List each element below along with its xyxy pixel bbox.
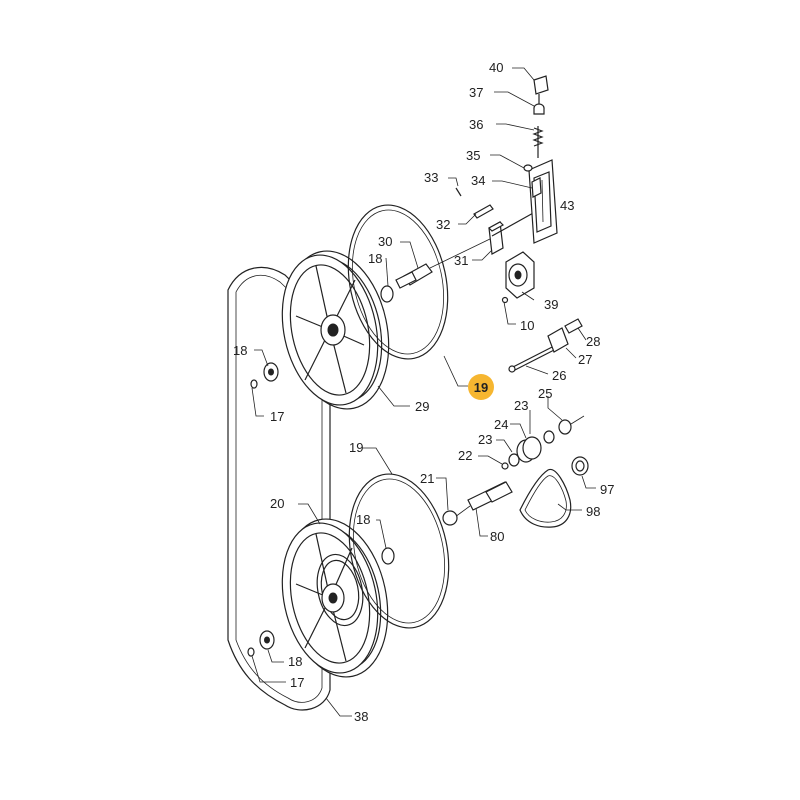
label-40: 40	[489, 60, 503, 75]
label-43: 43	[560, 198, 574, 213]
highlighted-callout-19[interactable]: 19	[468, 374, 494, 400]
label-25: 25	[538, 386, 552, 401]
label-20: 20	[270, 496, 284, 511]
label-38: 38	[354, 709, 368, 724]
upper-shaft	[395, 237, 493, 289]
label-98: 98	[586, 504, 600, 519]
label-80: 80	[490, 529, 504, 544]
bearing-18-left-upper	[250, 362, 279, 389]
label-21: 21	[420, 471, 434, 486]
leader-lines	[251, 67, 596, 717]
bracket-39	[501, 251, 535, 304]
nut-21	[442, 510, 458, 526]
lower-shaft	[454, 481, 513, 518]
label-29: 29	[415, 399, 429, 414]
label-30: 30	[378, 234, 392, 249]
label-39: 39	[544, 297, 558, 312]
label-26: 26	[552, 368, 566, 383]
lower-wheel-tire	[348, 473, 450, 629]
callout-19-highlight-label: 19	[474, 380, 488, 395]
upper-wheel-tire	[347, 204, 449, 360]
adjuster-26-27-28	[508, 318, 583, 373]
label-18-left-upper: 18	[233, 343, 247, 358]
label-18-left-lower: 18	[288, 654, 302, 669]
label-17-upper: 17	[270, 409, 284, 424]
label-17-lower: 17	[290, 675, 304, 690]
tension-assembly	[455, 75, 558, 255]
lower-wheel	[281, 518, 389, 678]
label-27: 27	[578, 352, 592, 367]
label-18-upper: 18	[368, 251, 382, 266]
label-19: 19	[349, 440, 363, 455]
label-24: 24	[494, 417, 508, 432]
label-18-lower: 18	[356, 512, 370, 527]
label-34: 34	[471, 173, 485, 188]
label-97: 97	[600, 482, 614, 497]
label-32: 32	[436, 217, 450, 232]
label-31: 31	[454, 253, 468, 268]
label-35: 35	[466, 148, 480, 163]
label-23-upper: 23	[514, 398, 528, 413]
label-28: 28	[586, 334, 600, 349]
label-37: 37	[469, 85, 483, 100]
bearing-18-left-lower	[247, 630, 275, 657]
band-blade	[227, 266, 331, 711]
bearing-18-lower	[381, 547, 395, 565]
label-33: 33	[424, 170, 438, 185]
label-10: 10	[520, 318, 534, 333]
belt-98	[519, 468, 572, 528]
label-22: 22	[458, 448, 472, 463]
pulley-parts	[501, 415, 585, 470]
bearing-18-upper	[380, 285, 394, 303]
pulley-97	[571, 456, 589, 476]
label-23-lower: 23	[478, 432, 492, 447]
part-labels: 40 37 36 35 33 34 43 32 30 31 18 39 10 2…	[233, 60, 614, 724]
label-36: 36	[469, 117, 483, 132]
